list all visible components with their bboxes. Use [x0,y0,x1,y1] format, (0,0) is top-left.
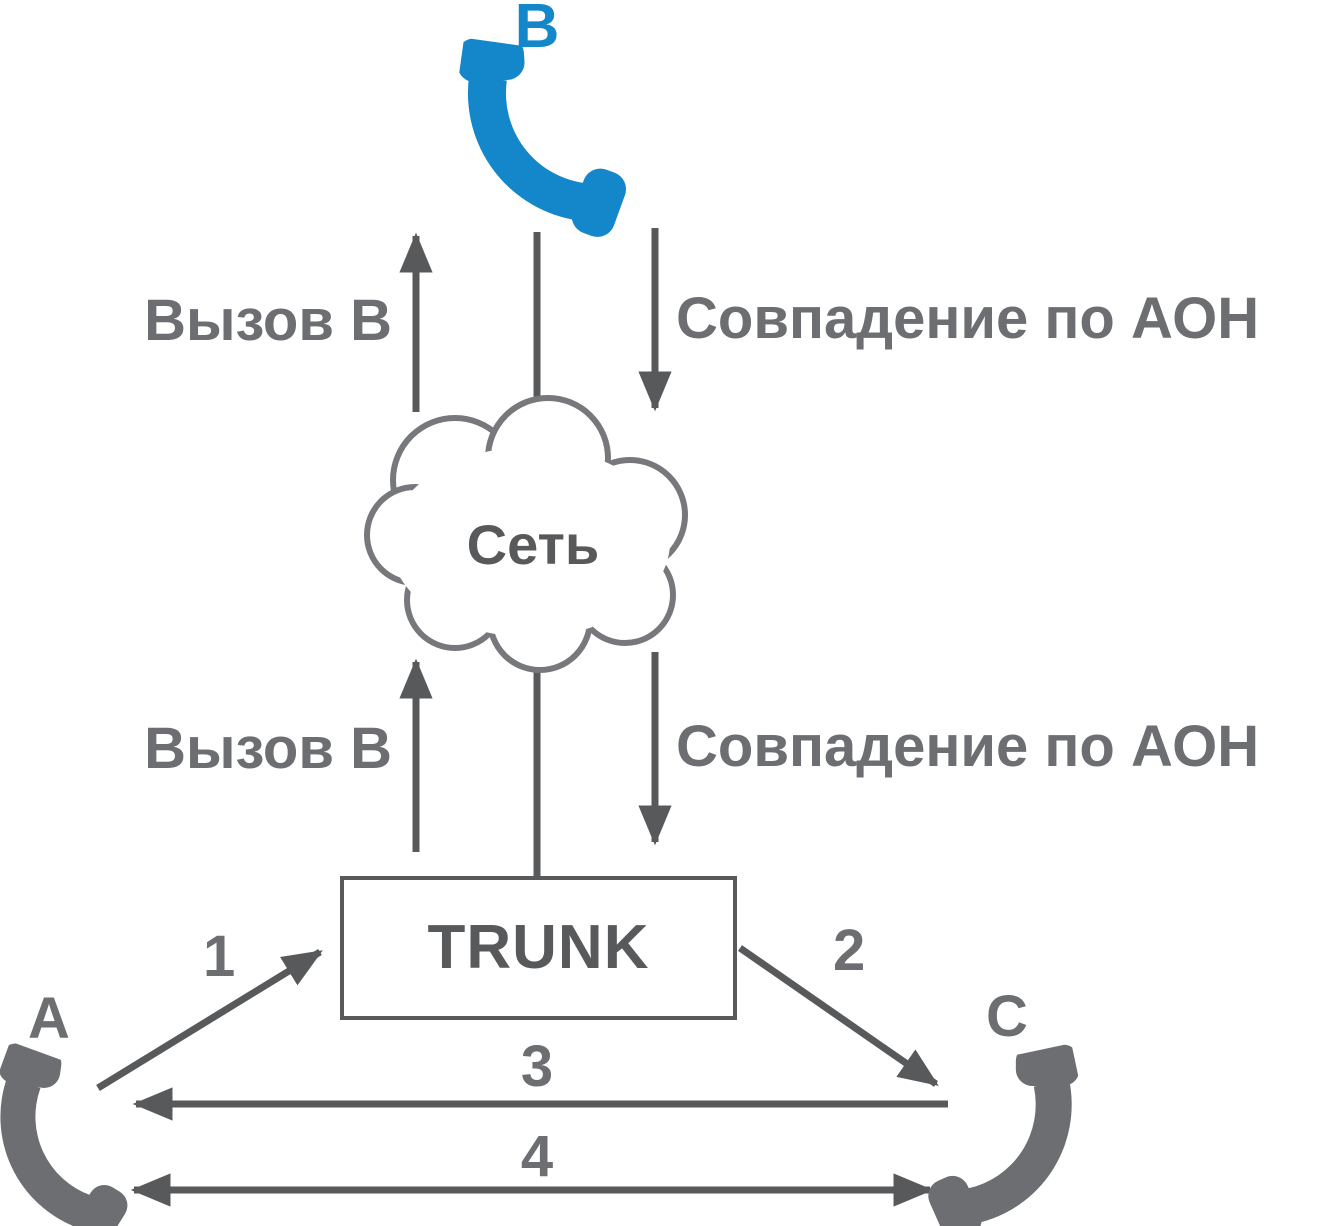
phone-c-handset-icon [928,1044,1080,1226]
phone-c-label: C [986,984,1028,1049]
step-2-label: 2 [833,918,866,983]
trunk-label: TRUNK [427,913,650,982]
phone-a-label: A [28,986,70,1051]
call-b-lower-label: Вызов B [144,716,392,781]
aon-match-upper-label: Совпадение по АОН [676,286,1260,351]
cloud-interior [390,447,670,637]
step-3-label: 3 [520,1034,554,1099]
phone-a-handset-icon [0,1043,128,1226]
network-label: Сеть [466,513,600,577]
step-1-label: 1 [203,924,236,989]
call-b-upper-label: Вызов B [144,288,392,353]
arrow-step-1-a-to-trunk [96,949,323,1091]
phone-b-handset-icon [456,37,627,237]
network-cloud [364,395,688,673]
phone-b-label: B [514,0,560,61]
trunk-box: TRUNK [340,876,737,1020]
aon-match-lower-label: Совпадение по АОН [676,714,1260,779]
arrow-step-2-trunk-to-c [738,945,939,1087]
step-4-label: 4 [520,1124,554,1189]
